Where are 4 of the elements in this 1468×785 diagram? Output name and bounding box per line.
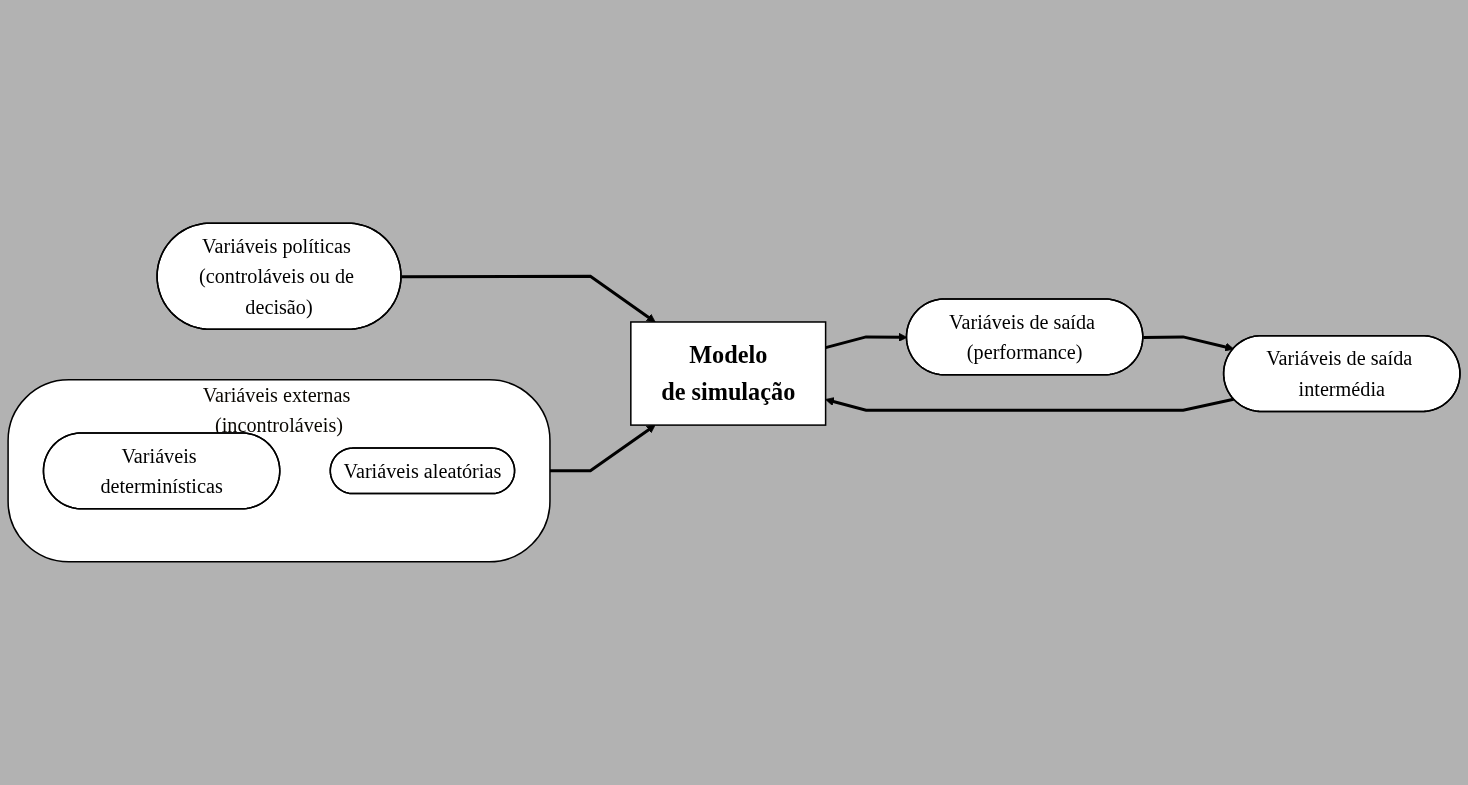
node-box: Modelo de simulação bbox=[630, 321, 827, 426]
arrow bbox=[549, 424, 656, 473]
arrow bbox=[825, 397, 1234, 412]
arrow bbox=[401, 274, 656, 323]
